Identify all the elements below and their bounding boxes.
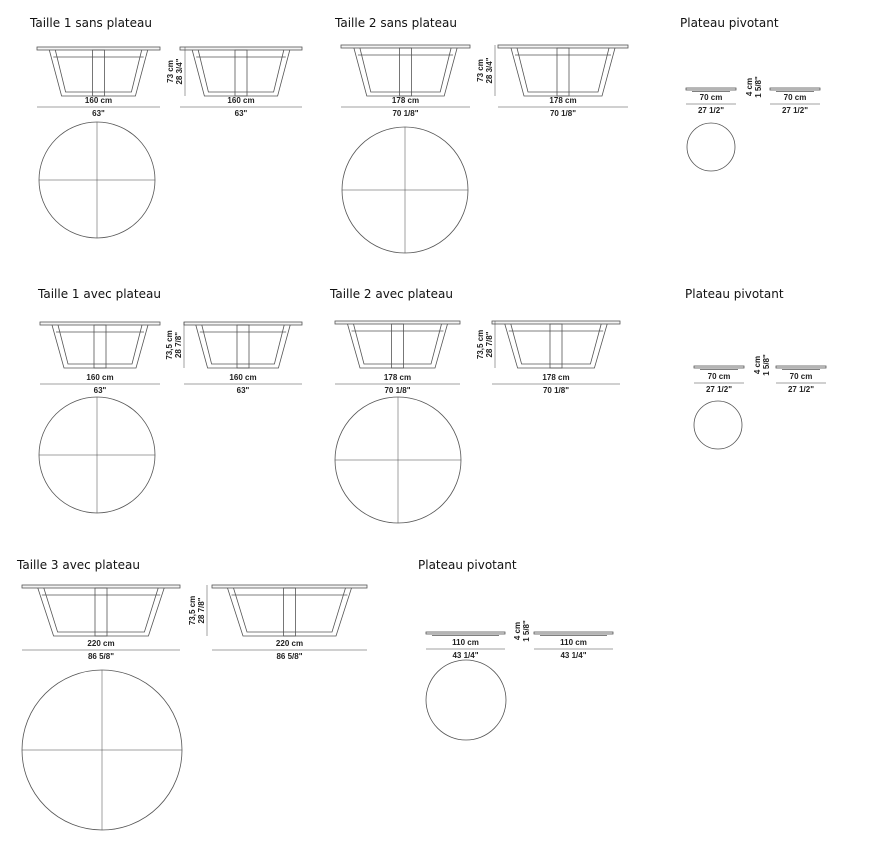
section-title: Taille 1 avec plateau — [37, 287, 161, 301]
width-in-label: 63" — [94, 386, 107, 395]
width-cm-label: 178 cm — [384, 373, 411, 382]
width-cm-label: 70 cm — [700, 93, 723, 102]
height-in-label: 1 5/8" — [762, 354, 771, 376]
table-side-view — [39, 321, 161, 369]
height-cm-label: 73 cm — [166, 60, 175, 83]
table-side-view — [179, 46, 303, 97]
table-side-view — [497, 44, 629, 97]
section-title: Taille 3 avec plateau — [16, 558, 140, 572]
drawing-section: Plateau pivotant 70 cm 27 1/2" 70 cm 27 1/2"… — [680, 16, 821, 172]
table-side-view — [21, 584, 181, 637]
width-cm-label: 160 cm — [229, 373, 256, 382]
height-in-label: 28 3/4" — [485, 57, 494, 83]
plate-side-view — [775, 365, 827, 370]
width-in-label: 27 1/2" — [698, 106, 724, 115]
height-cm-label: 73,5 cm — [165, 330, 174, 359]
height-cm-label: 73 cm — [476, 59, 485, 82]
width-cm-label: 220 cm — [276, 639, 303, 648]
plate-side-view — [769, 87, 821, 92]
height-cm-label: 4 cm — [753, 356, 762, 374]
height-in-label: 28 3/4" — [175, 58, 184, 84]
height-in-label: 28 7/8" — [485, 331, 494, 357]
width-cm-label: 110 cm — [452, 638, 479, 647]
drawing-section: Taille 1 sans plateau 160 cm 63" 160 cm 63" 7… — [29, 16, 303, 239]
height-cm-label: 73,5 cm — [476, 330, 485, 359]
width-cm-label: 70 cm — [784, 93, 807, 102]
table-side-view — [183, 321, 303, 369]
width-cm-label: 110 cm — [560, 638, 587, 647]
width-in-label: 86 5/8" — [276, 652, 302, 661]
section-title: Taille 2 sans plateau — [334, 16, 457, 30]
width-in-label: 70 1/8" — [384, 386, 410, 395]
plate-side-view — [685, 87, 737, 92]
table-side-view — [334, 320, 461, 369]
drawing-section: Taille 2 avec plateau 178 cm 70 1/8" 178 cm… — [329, 287, 621, 524]
width-in-label: 63" — [237, 386, 250, 395]
drawing-section: Taille 1 avec plateau 160 cm 63" 160 cm 63" 7… — [37, 287, 303, 514]
height-in-label: 28 7/8" — [174, 332, 183, 358]
height-cm-label: 4 cm — [745, 78, 754, 96]
width-in-label: 63" — [235, 109, 248, 118]
table-side-view — [340, 44, 471, 97]
width-in-label: 27 1/2" — [706, 385, 732, 394]
plate-top-view — [693, 400, 743, 450]
width-cm-label: 178 cm — [392, 96, 419, 105]
table-top-view — [334, 396, 462, 524]
width-cm-label: 178 cm — [549, 96, 576, 105]
drawing-section: Taille 2 sans plateau 178 cm 70 1/8" 178 cm… — [334, 16, 629, 254]
width-cm-label: 178 cm — [542, 373, 569, 382]
table-top-view — [341, 126, 469, 254]
width-in-label: 70 1/8" — [543, 386, 569, 395]
width-in-label: 86 5/8" — [88, 652, 114, 661]
width-cm-label: 70 cm — [708, 372, 731, 381]
table-top-view — [38, 396, 156, 514]
width-cm-label: 160 cm — [227, 96, 254, 105]
section-title: Plateau pivotant — [418, 558, 517, 572]
section-title: Taille 2 avec plateau — [329, 287, 453, 301]
table-top-view — [38, 121, 156, 239]
table-side-view — [211, 584, 368, 637]
width-in-label: 27 1/2" — [788, 385, 814, 394]
width-in-label: 27 1/2" — [782, 106, 808, 115]
height-cm-label: 4 cm — [513, 622, 522, 640]
height-cm-label: 73,5 cm — [188, 596, 197, 625]
plate-side-view — [425, 631, 506, 636]
drawing-section: Plateau pivotant 70 cm 27 1/2" 70 cm 27 1/2"… — [685, 287, 827, 450]
width-cm-label: 160 cm — [86, 373, 113, 382]
table-side-view — [491, 320, 621, 369]
height-in-label: 28 7/8" — [197, 597, 206, 623]
plate-side-view — [693, 365, 745, 370]
plate-side-view — [533, 631, 614, 636]
drawing-section: Taille 3 avec plateau 220 cm 86 5/8" 220 cm… — [16, 558, 368, 831]
height-in-label: 1 5/8" — [754, 76, 763, 98]
width-cm-label: 70 cm — [790, 372, 813, 381]
width-in-label: 70 1/8" — [392, 109, 418, 118]
section-title: Taille 1 sans plateau — [29, 16, 152, 30]
width-cm-label: 160 cm — [85, 96, 112, 105]
height-in-label: 1 5/8" — [522, 620, 531, 642]
plate-top-view — [425, 659, 507, 741]
width-in-label: 63" — [92, 109, 105, 118]
plate-top-view — [686, 122, 736, 172]
section-title: Plateau pivotant — [685, 287, 784, 301]
width-in-label: 70 1/8" — [550, 109, 576, 118]
table-top-view — [21, 669, 183, 831]
section-title: Plateau pivotant — [680, 16, 779, 30]
width-in-label: 43 1/4" — [560, 651, 586, 660]
table-side-view — [36, 46, 161, 97]
width-cm-label: 220 cm — [87, 639, 114, 648]
drawing-section: Plateau pivotant 110 cm 43 1/4" 110 cm 43 1/… — [418, 558, 614, 741]
width-in-label: 43 1/4" — [452, 651, 478, 660]
